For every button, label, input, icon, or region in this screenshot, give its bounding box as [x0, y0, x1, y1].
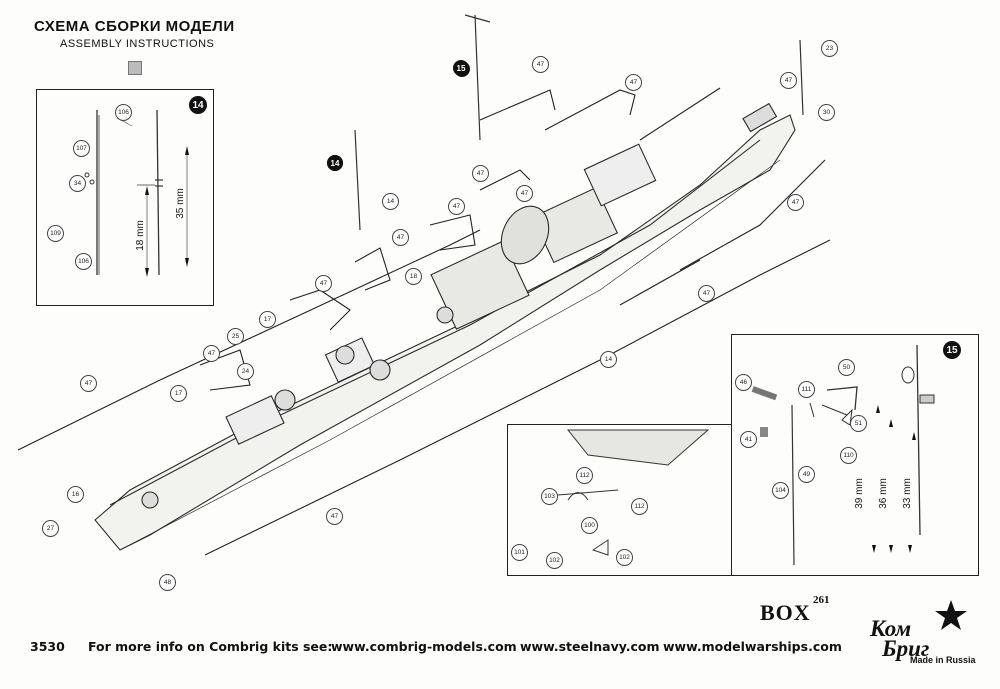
callout: 47	[392, 229, 409, 246]
title-russian: СХЕМА СБОРКИ МОДЕЛИ	[34, 18, 235, 35]
mast-drawing-15	[751, 344, 935, 566]
callout: 47	[787, 194, 804, 211]
inset-stern-detail: 112 103 112 100 101 102 102	[507, 424, 732, 576]
callout: 110	[840, 447, 857, 464]
callout: 34	[69, 175, 86, 192]
brand-logo-line1: Ком	[870, 616, 912, 641]
callout: 16	[67, 486, 84, 503]
callout: 47	[80, 375, 97, 392]
callout: 14	[382, 193, 399, 210]
made-in-russia: Made in Russia	[910, 655, 976, 665]
step-15-marker: 15	[453, 60, 469, 76]
callout: 109	[47, 225, 64, 242]
link-modelwarships[interactable]: www.modelwarships.com	[663, 639, 842, 654]
callout: 47	[532, 56, 549, 73]
callout: 47	[203, 345, 220, 362]
callout: 14	[600, 351, 617, 368]
callout: 111	[798, 381, 815, 398]
callout: 27	[42, 520, 59, 537]
callout: 47	[516, 185, 533, 202]
step-14-badge: 14	[189, 96, 207, 114]
brand-logo-line2: Бриг	[882, 636, 930, 661]
callout: 47	[326, 508, 343, 525]
kit-code: 3530	[30, 639, 65, 654]
callout: 41	[740, 431, 757, 448]
callout: 47	[315, 275, 332, 292]
box-number: 261	[813, 594, 830, 606]
callout: 17	[170, 385, 187, 402]
link-combrig[interactable]: www.combrig-models.com	[331, 639, 517, 654]
callout: 100	[581, 517, 598, 534]
kit-logo-icon	[128, 61, 142, 75]
callout: 25	[227, 328, 244, 345]
callout: 30	[818, 104, 835, 121]
dim-36mm: 36 mm	[877, 478, 889, 509]
callout: 18	[405, 268, 422, 285]
callout: 23	[821, 40, 838, 57]
callout: 112	[576, 467, 593, 484]
star-emblem-icon	[935, 600, 967, 630]
callout: 48	[159, 574, 176, 591]
callout: 17	[259, 311, 276, 328]
callout: 47	[472, 165, 489, 182]
step-14-marker: 14	[327, 155, 343, 171]
step-15-badge: 15	[943, 341, 961, 359]
callout: 51	[850, 415, 867, 432]
callout: 107	[73, 140, 90, 157]
callout: 46	[735, 374, 752, 391]
box-label: BOX	[760, 600, 811, 625]
callout: 49	[798, 466, 815, 483]
callout: 101	[511, 544, 528, 561]
title-english: ASSEMBLY INSTRUCTIONS	[60, 38, 215, 50]
inset-step-14: 14 35 mm 18 mm 106 107 34 109 106	[36, 89, 214, 306]
callout: 47	[448, 198, 465, 215]
footer-info-text: For more info on Combrig kits see:	[88, 639, 333, 654]
callout: 104	[772, 482, 789, 499]
dim-33mm: 33 mm	[901, 478, 913, 509]
callout: 47	[625, 74, 642, 91]
callout: 106	[115, 104, 132, 121]
callout: 47	[780, 72, 797, 89]
inset-step-15: 15 39 mm 36 mm 33 mm 46 111 50 51 41 49 …	[731, 334, 979, 576]
stern-drawing	[557, 429, 710, 556]
callout: 50	[838, 359, 855, 376]
callout: 47	[698, 285, 715, 302]
mast-drawing-14	[84, 109, 189, 277]
callout: 102	[546, 552, 563, 569]
callout: 102	[616, 549, 633, 566]
callout: 24	[237, 363, 254, 380]
link-steelnavy[interactable]: www.steelnavy.com	[520, 639, 660, 654]
footer-info: 3530 For more info on Combrig kits see: …	[0, 633, 1000, 661]
callout: 112	[631, 498, 648, 515]
dim-39mm: 39 mm	[853, 478, 865, 509]
callout: 106	[75, 253, 92, 270]
callout: 103	[541, 488, 558, 505]
